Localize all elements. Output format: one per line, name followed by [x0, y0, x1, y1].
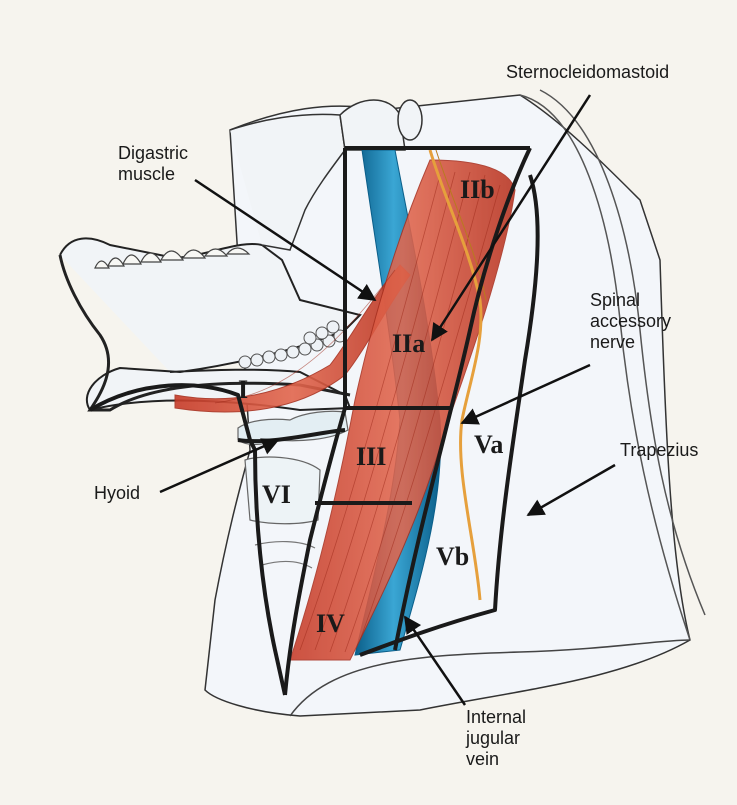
label-hyoid: Hyoid: [94, 483, 140, 504]
level-Vb: Vb: [436, 542, 469, 571]
styloid-process: [398, 100, 422, 140]
label-spinal-accessory-nerve: Spinal accessory nerve: [590, 290, 671, 353]
level-VI: VI: [262, 480, 291, 509]
label-internal-jugular-vein: Internal jugular vein: [466, 707, 526, 770]
level-IIa: IIa: [392, 329, 425, 358]
level-IIb: IIb: [460, 175, 495, 204]
level-III: III: [356, 442, 386, 471]
label-digastric-muscle: Digastric muscle: [118, 143, 188, 185]
level-IV: IV: [316, 609, 345, 638]
mastoid: [340, 100, 405, 150]
label-sternocleidomastoid: Sternocleidomastoid: [506, 62, 669, 83]
label-trapezius: Trapezius: [620, 440, 698, 461]
level-I: I: [238, 375, 248, 404]
level-Va: Va: [474, 430, 503, 459]
